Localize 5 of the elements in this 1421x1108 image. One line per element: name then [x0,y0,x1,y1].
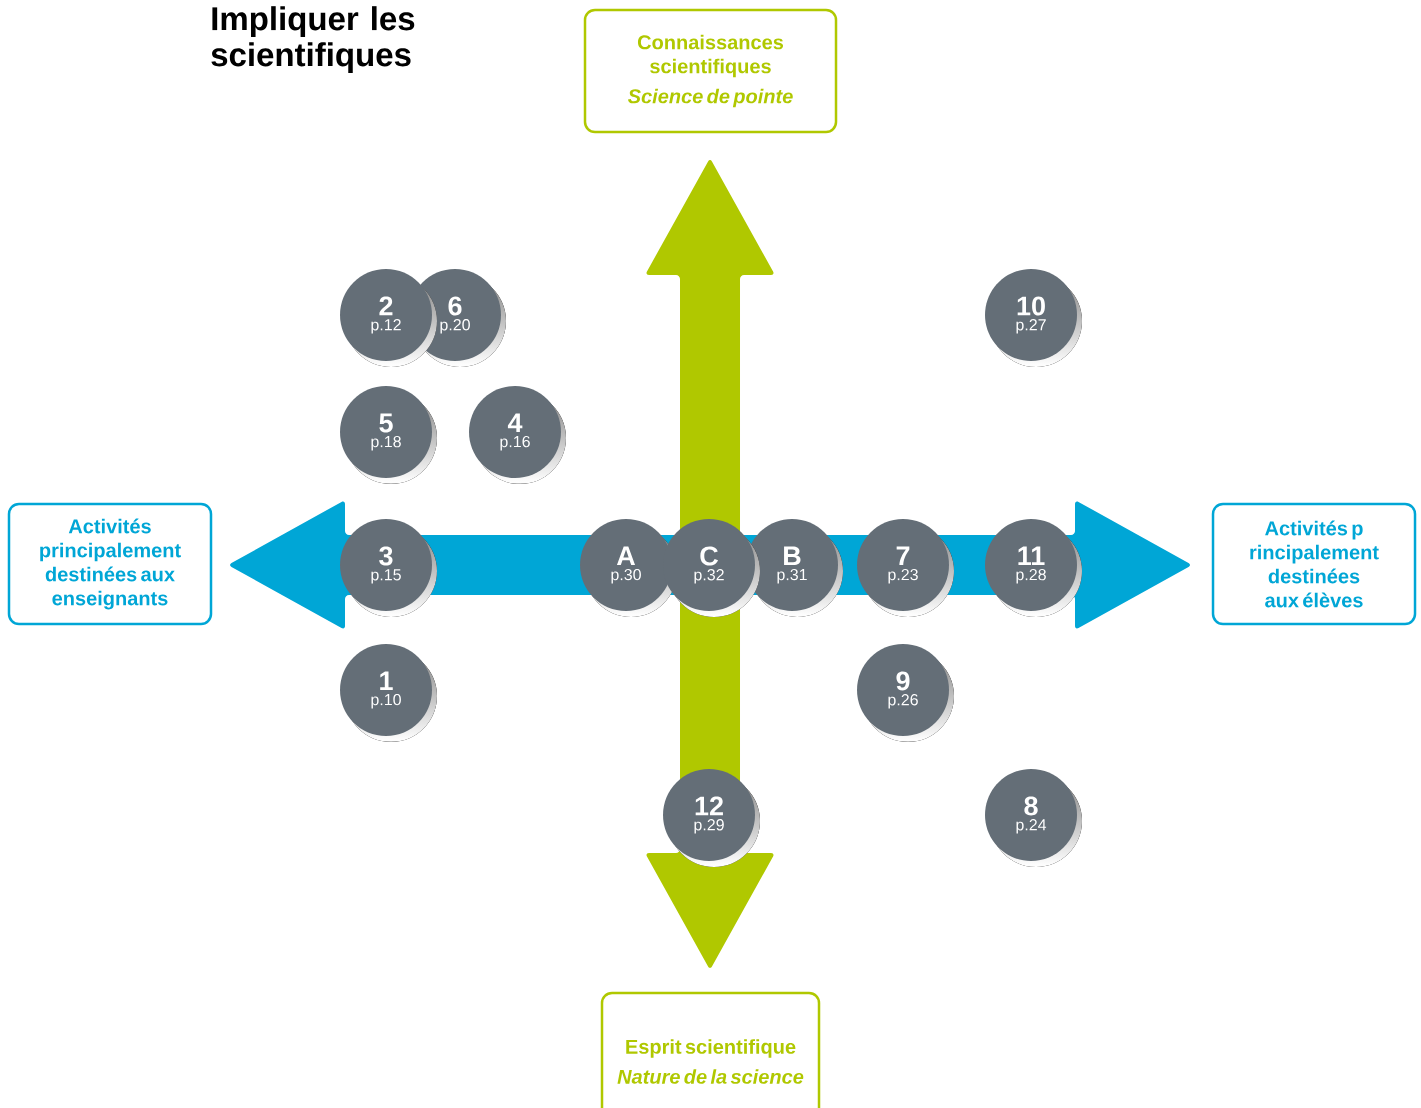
axis-label-box: Activités p rincipalement destinées aux élèves [1211,502,1417,626]
axis-label-box: Activités principalement destinées aux enseignants [7,502,213,626]
axis-label-box: Esprit scientifique Nature de la science [600,991,821,1108]
title: Impliquer les scientifiques [211,6,415,73]
axis-label-box: Connaissances scientifiques Science de pointe [583,8,838,134]
